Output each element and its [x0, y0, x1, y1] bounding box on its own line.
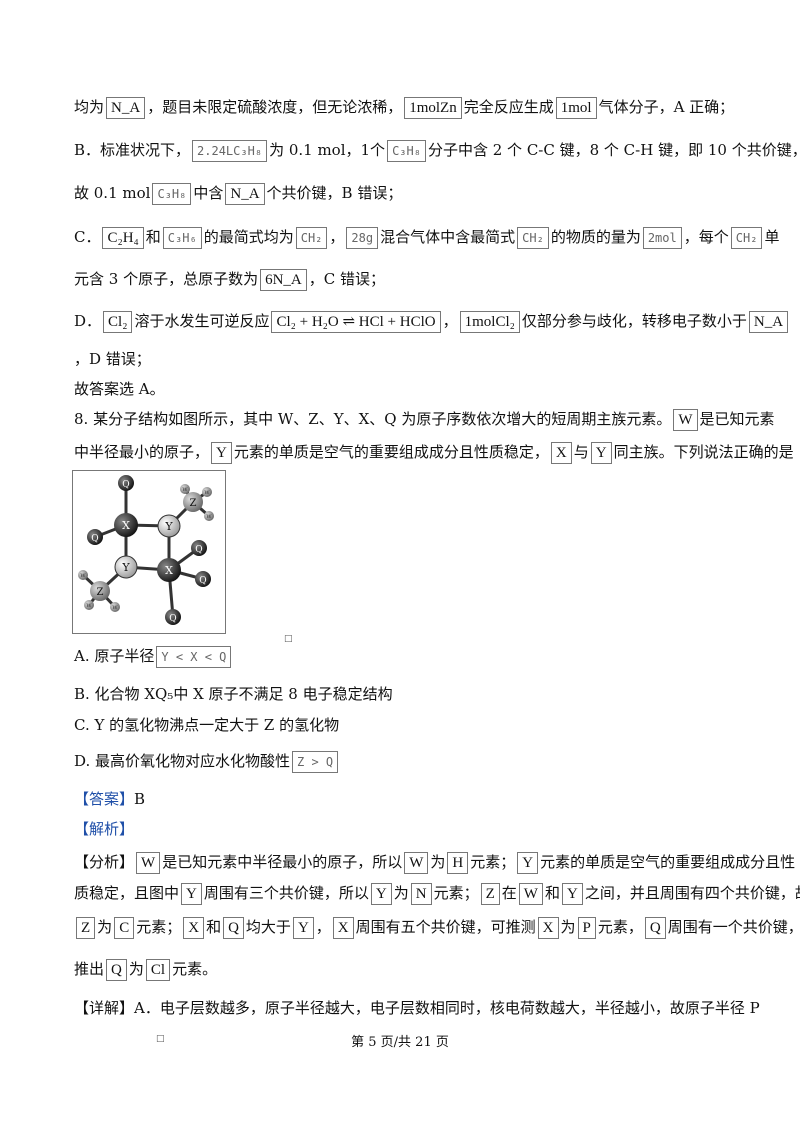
formula-box: N_A	[225, 183, 265, 205]
answer-line: 【答案】B	[74, 788, 145, 810]
formula-box: Cl₂	[103, 311, 133, 333]
formula-box: Z > Q	[292, 751, 339, 773]
formula-box: 6N_A	[260, 269, 307, 291]
formula-box: Y	[590, 442, 612, 464]
option-c: C. Y 的氢化物沸点一定大于 Z 的氢化物	[74, 716, 340, 734]
formula-box: CH₂	[730, 227, 763, 249]
atom-label-q: Q	[199, 576, 206, 586]
formula-box: 1molZn	[404, 97, 462, 119]
atom-label-w: W	[206, 514, 212, 520]
formula-box: W	[673, 409, 698, 431]
formula-box: 2.24LC₃H₈	[192, 140, 268, 162]
formula-box: C₃H₆	[162, 227, 202, 249]
atom-label-z: Z	[97, 587, 104, 598]
formula-box: C₃H₈	[152, 183, 192, 205]
placeholder-mark: □	[156, 1034, 165, 1044]
atom-label-w: W	[112, 605, 118, 611]
atom-label-w: W	[86, 603, 92, 609]
atom-label-z: Z	[190, 498, 197, 509]
formula-box: X	[550, 442, 572, 464]
page-footer: 第 5 页/共 21 页	[351, 1035, 449, 1050]
answer-label: 【答案】	[74, 790, 135, 808]
atom-label-x: X	[165, 564, 173, 577]
formula-box: C₂H₄	[102, 227, 144, 249]
formula-box: 1mol	[555, 97, 597, 119]
atom-label-q: Q	[122, 480, 129, 490]
analysis-heading: 【解析】	[74, 820, 135, 838]
atom-label-q: Q	[195, 545, 202, 555]
formula-box: N_A	[106, 97, 146, 119]
atom-label-y: Y	[121, 561, 130, 574]
formula-box: 1molCl₂	[459, 311, 520, 333]
text-line-8: 故答案选 A。	[74, 380, 165, 398]
formula-box: Y	[211, 442, 232, 464]
atom-label-q: Q	[169, 614, 176, 624]
formula-box: 2mol	[642, 227, 682, 249]
formula-box: Y < X < Q	[156, 646, 232, 668]
text-line-7: ，D 错误；	[74, 350, 151, 368]
atom-label-y: Y	[164, 520, 173, 533]
placeholder-mark: □	[284, 634, 293, 644]
atom-label-w: W	[204, 490, 210, 496]
molecule-figure: Q Q Q Q Q X X Y Y Z Z W W W W W W	[72, 470, 226, 634]
option-b: B. 化合物 XQ₅中 X 原子不满足 8 电子稳定结构	[74, 685, 393, 703]
atom-label-x: X	[122, 519, 130, 532]
formula-box: 28g	[346, 227, 379, 249]
formula-box: CH₂	[517, 227, 549, 249]
molecule-svg: Q Q Q Q Q X X Y Y Z Z W W W W W W	[78, 475, 214, 625]
detail-line-1: 【详解】A．电子层数越多，原子半径越大，电子层数相同时，核电荷数越大，半径越小，…	[74, 999, 760, 1017]
question-8-line-1: 8. 某分子结构如图所示，其中 W、Z、Y、X、Q 为原子序数依次增大的短周期主…	[74, 408, 775, 431]
formula-box: N_A	[748, 311, 789, 333]
atom-label-w: W	[80, 573, 86, 579]
atom-label-w: W	[182, 487, 188, 493]
answer-value: B	[134, 790, 146, 808]
equation-box: Cl₂ + H₂O ⇌ HCl + HClO	[271, 311, 441, 333]
formula-box: CH₂	[295, 227, 328, 249]
formula-box: C₃H₈	[387, 140, 426, 162]
atom-label-q: Q	[91, 534, 98, 544]
